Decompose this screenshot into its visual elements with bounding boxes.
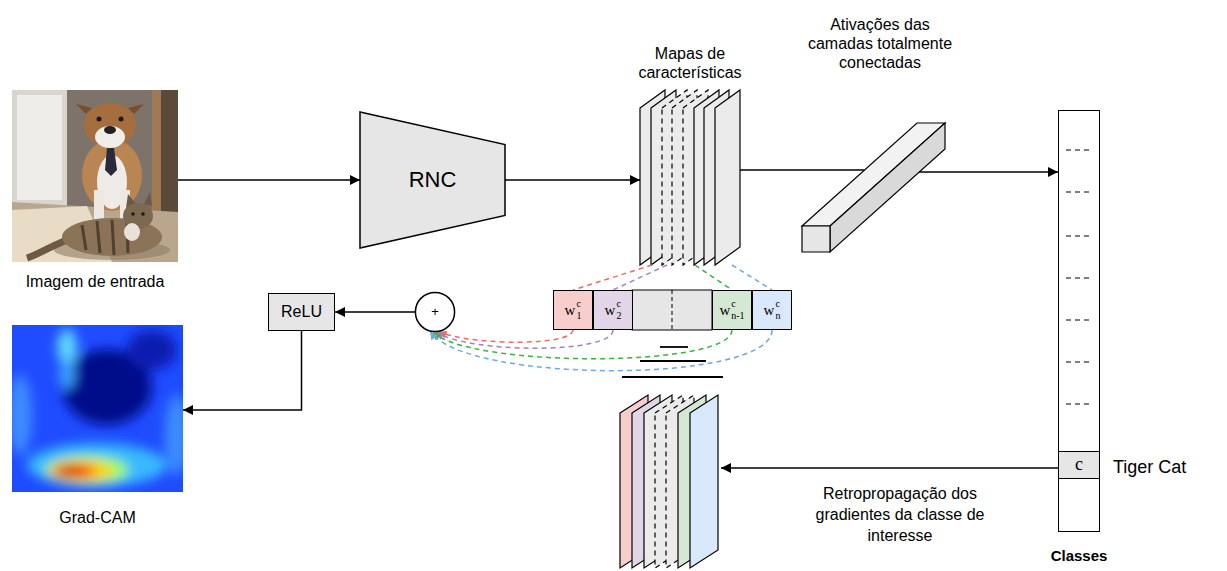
node-heading: Classes bbox=[1051, 547, 1108, 564]
weight-cell: wc1 bbox=[553, 290, 593, 330]
dashed-connector bbox=[430, 330, 772, 371]
script-stack: c n-1 bbox=[731, 299, 744, 321]
feature-maps: Mapas de características bbox=[640, 90, 740, 265]
text-holder: ReLU bbox=[269, 294, 334, 330]
backprop-arrow bbox=[721, 467, 1058, 469]
arrow-connector bbox=[740, 169, 864, 171]
text-holder: Imagem de entrada bbox=[0, 272, 195, 291]
node-text: + bbox=[431, 304, 439, 320]
heatmap bbox=[12, 325, 183, 492]
input-image: Imagem de entrada bbox=[12, 90, 178, 262]
dashed-connector bbox=[695, 265, 732, 290]
script-stack: c1 bbox=[576, 299, 581, 321]
weight-symbol: w bbox=[605, 302, 616, 319]
cnn-block: RNC bbox=[360, 112, 505, 248]
weight-superscript: c bbox=[731, 299, 744, 309]
dashed-connector bbox=[438, 330, 573, 342]
class-cell: c bbox=[1059, 451, 1099, 479]
arrow-connector bbox=[335, 311, 415, 313]
text-holder: wc1 bbox=[554, 291, 592, 329]
feature-map-sheets bbox=[640, 90, 740, 265]
input-photo bbox=[12, 90, 178, 262]
class-column: Classesc bbox=[1058, 110, 1100, 532]
arrow-connector bbox=[183, 331, 302, 410]
text-holder: Classes bbox=[1019, 547, 1139, 565]
arrow-connector bbox=[919, 171, 1058, 173]
weight-vector-middle bbox=[632, 290, 712, 330]
label-holder: Tiger Cat bbox=[1113, 456, 1223, 479]
text-holder: wc2 bbox=[594, 291, 632, 329]
weight-subscript: n-1 bbox=[731, 311, 744, 321]
weight-superscript: c bbox=[576, 299, 581, 309]
weight-symbol: w bbox=[764, 302, 775, 319]
backprop-note: Retropropagação dos gradientes da classe… bbox=[816, 485, 985, 544]
weight-symbol: w bbox=[719, 302, 730, 319]
weight-superscript: c bbox=[775, 299, 780, 309]
text-holder: RNC bbox=[360, 112, 505, 248]
average-bars bbox=[622, 347, 723, 377]
gradient-sheets bbox=[620, 395, 718, 568]
text-holder: Ativações das camadas totalmente conecta… bbox=[800, 15, 960, 73]
node-heading: Ativações das camadas totalmente conecta… bbox=[808, 16, 952, 71]
text-holder: + bbox=[415, 292, 455, 332]
fc-bar bbox=[802, 123, 945, 252]
sum-node: + bbox=[415, 292, 455, 332]
dashed-connector bbox=[613, 265, 667, 290]
script-stack: cn bbox=[775, 299, 780, 321]
text-holder: Grad-CAM bbox=[18, 508, 178, 527]
weight-cell: wc n-1 bbox=[712, 290, 752, 330]
class-name: Tiger Cat bbox=[1113, 457, 1186, 477]
class-separators bbox=[1066, 150, 1093, 404]
node-heading: Grad-CAM bbox=[59, 509, 135, 526]
weight-cell: wc2 bbox=[593, 290, 633, 330]
text-holder: Mapas de características bbox=[625, 44, 755, 82]
text-holder: wcn bbox=[753, 291, 791, 329]
weight-subscript: n bbox=[775, 311, 780, 321]
text-holder: wc n-1 bbox=[713, 291, 751, 329]
weight-superscript: c bbox=[616, 299, 621, 309]
node-heading: Mapas de características bbox=[638, 45, 741, 81]
dashed-connector bbox=[433, 330, 732, 359]
relu-box: ReLU bbox=[268, 293, 335, 331]
node-text: RNC bbox=[409, 167, 457, 193]
weight-symbol: w bbox=[565, 302, 576, 319]
weight-subscript: 1 bbox=[576, 311, 581, 321]
dashed-connector bbox=[732, 265, 772, 290]
arrow-connector bbox=[505, 179, 640, 181]
grad-cam-map: Grad-CAM bbox=[12, 325, 183, 492]
fc-activations: Ativações das camadas totalmente conecta… bbox=[800, 118, 948, 252]
weight-subscript: 2 bbox=[616, 311, 621, 321]
dashed-connector bbox=[436, 330, 613, 348]
node-text: ReLU bbox=[281, 302, 322, 321]
node-text: c bbox=[1075, 454, 1083, 476]
arrow-connector bbox=[178, 179, 360, 181]
node-heading: Imagem de entrada bbox=[26, 273, 165, 290]
script-stack: c2 bbox=[616, 299, 621, 321]
text-holder: c bbox=[1059, 452, 1099, 478]
label-holder: Retropropagação dos gradientes da classe… bbox=[810, 484, 990, 546]
weight-cell: wcn bbox=[752, 290, 792, 330]
